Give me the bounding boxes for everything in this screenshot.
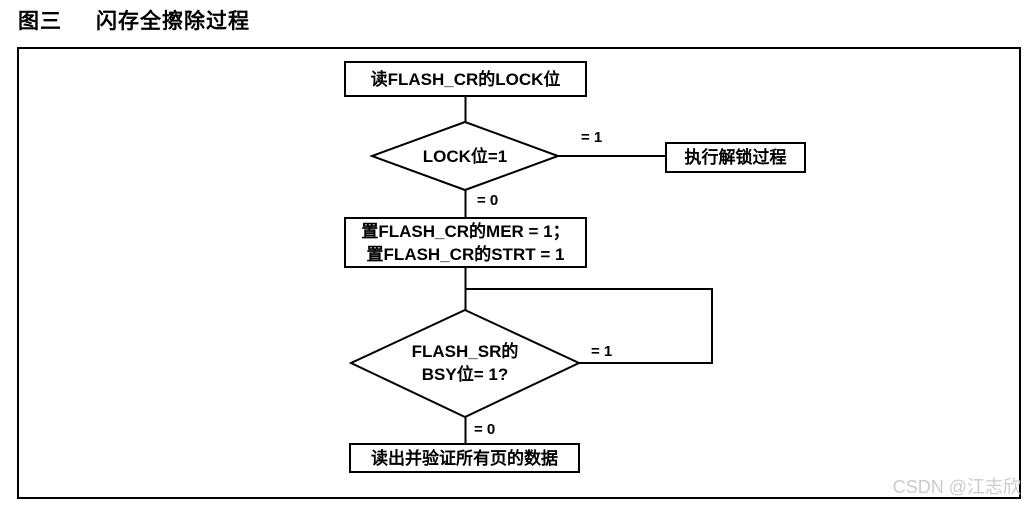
branch-label-lock-equals-1: = 1 — [581, 129, 603, 146]
node-read-lock-bit-label: 读FLASH_CR的LOCK位 — [370, 69, 561, 89]
figure-title: 图三 闪存全擦除过程 — [18, 5, 250, 35]
watermark: CSDN @江志欣 — [892, 477, 1021, 497]
figure-number: 图三 — [18, 10, 62, 33]
figure-title-text: 闪存全擦除过程 — [96, 10, 250, 33]
branch-label-busy-equals-1: = 1 — [591, 343, 613, 360]
node-read-lock-bit: 读FLASH_CR的LOCK位 — [344, 61, 587, 97]
node-perform-unlock-label: 执行解锁过程 — [684, 148, 787, 167]
decision-diamond-busy — [348, 308, 582, 419]
connector-bsy-loopback — [465, 288, 713, 364]
node-verify-pages-label: 读出并验证所有页的数据 — [371, 448, 558, 468]
node-set-strt-label: 置FLASH_CR的STRT = 1 — [366, 244, 565, 264]
decision-diamond-lock — [369, 120, 561, 192]
node-set-mer-strt: 置FLASH_CR的MER = 1； 置FLASH_CR的STRT = 1 — [344, 217, 587, 268]
node-verify-pages: 读出并验证所有页的数据 — [349, 443, 580, 473]
decision-busy-label-line2: BSY位= 1? — [421, 365, 509, 384]
node-perform-unlock: 执行解锁过程 — [665, 142, 806, 173]
decision-lock-label: LOCK位=1 — [422, 147, 508, 166]
branch-label-lock-equals-0: = 0 — [477, 192, 499, 209]
node-set-mer-label: 置FLASH_CR的MER = 1； — [361, 221, 570, 241]
figure-border — [17, 47, 1021, 499]
branch-label-busy-equals-0: = 0 — [474, 421, 496, 438]
decision-busy-label-line1: FLASH_SR的 — [411, 342, 519, 361]
decision-busy-label: FLASH_SR的 BSY位= 1? — [351, 340, 579, 386]
